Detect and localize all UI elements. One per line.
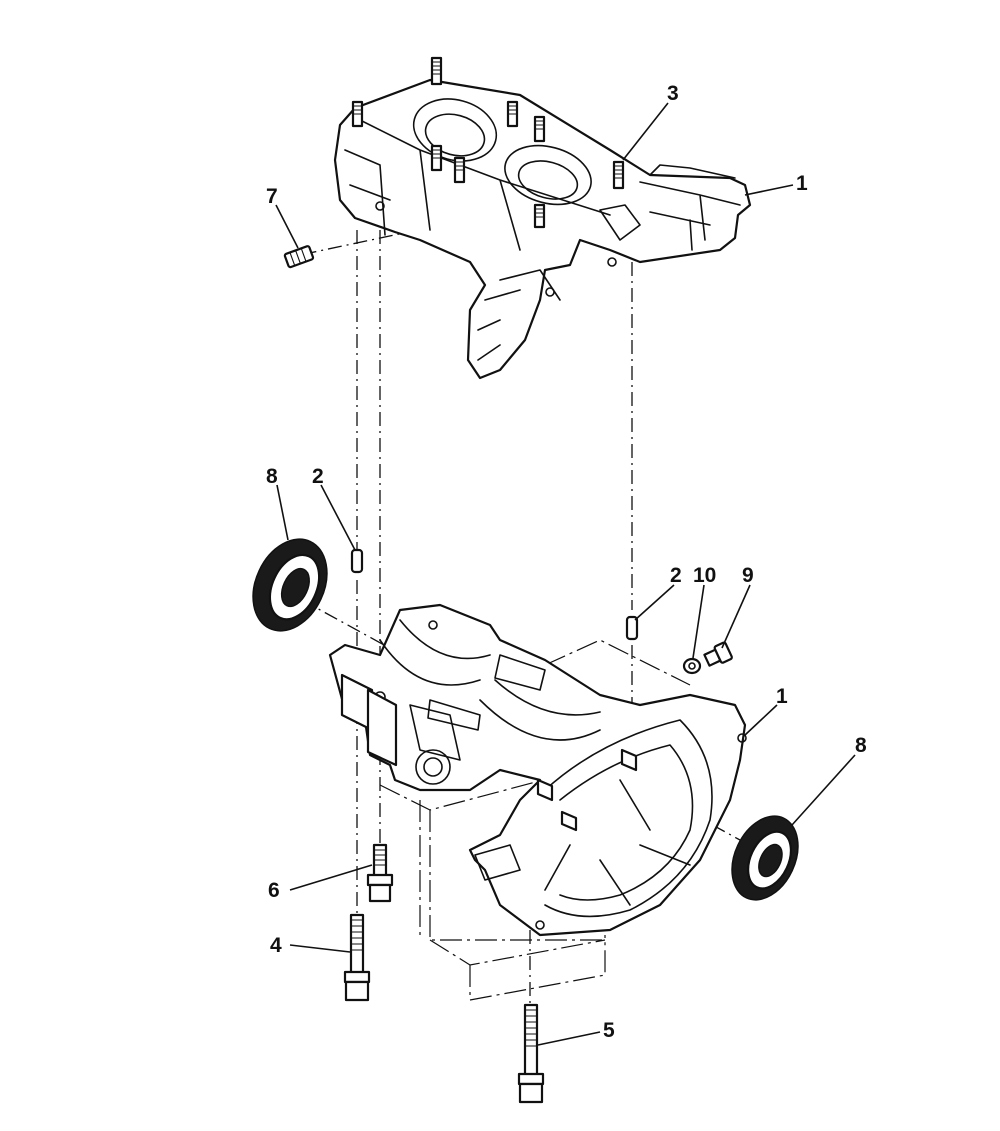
callout-1-lower: 1 <box>776 685 788 708</box>
callout-2-right: 2 <box>670 564 682 587</box>
callout-8-right: 8 <box>855 734 867 757</box>
callout-2-left: 2 <box>312 465 324 488</box>
callout-5: 5 <box>603 1019 615 1042</box>
callout-6: 6 <box>268 879 280 902</box>
callout-labels: 3 1 7 8 2 2 10 9 1 8 6 4 5 <box>266 82 867 1042</box>
callout-7: 7 <box>266 185 278 208</box>
lower-crankcase <box>328 603 747 937</box>
stud-icon <box>430 144 443 172</box>
stud-icon <box>533 115 546 143</box>
oil-seal-right <box>731 815 799 901</box>
leader-lines <box>275 102 856 1046</box>
stud-icon <box>506 100 519 128</box>
callout-10: 10 <box>693 564 716 587</box>
long-bolt-icon <box>343 913 371 1002</box>
stud-icon <box>533 203 546 229</box>
stud-icon <box>351 100 364 128</box>
callout-3: 3 <box>667 82 679 105</box>
dowel-pin-right <box>625 615 639 641</box>
callout-9: 9 <box>742 564 754 587</box>
plug-icon <box>283 245 315 269</box>
bottom-bolt-icon <box>517 1003 545 1104</box>
stud-icon <box>612 160 625 190</box>
callout-8-left: 8 <box>266 465 278 488</box>
dowel-pin-left <box>350 548 364 574</box>
stud-icon <box>453 156 466 184</box>
washer-icon <box>682 657 702 675</box>
short-bolt-icon <box>366 843 394 903</box>
callout-1-upper: 1 <box>796 172 808 195</box>
stud-icon <box>430 56 443 86</box>
oil-seal-left <box>252 538 328 632</box>
drain-bolt-icon <box>703 641 733 667</box>
callout-4: 4 <box>270 934 282 957</box>
upper-studs <box>351 56 625 229</box>
